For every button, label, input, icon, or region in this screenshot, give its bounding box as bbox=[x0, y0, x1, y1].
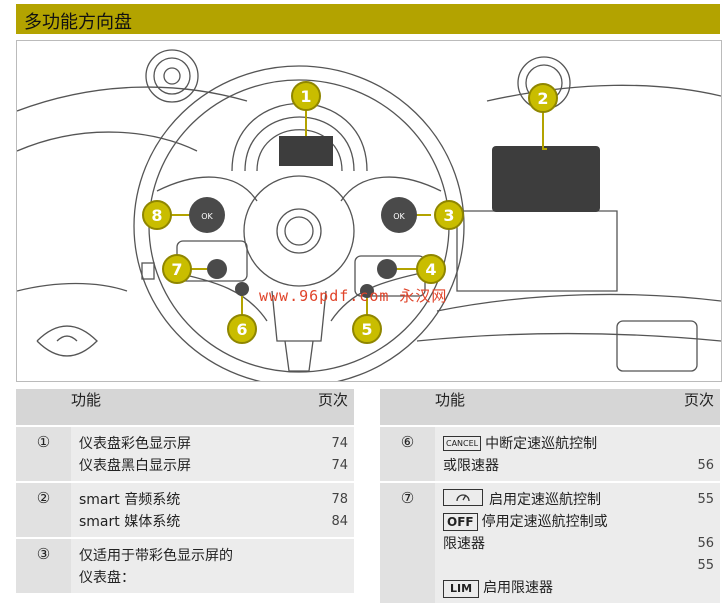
page-ref: 56 bbox=[697, 536, 714, 551]
right-ok-label: OK bbox=[393, 212, 405, 221]
page-ref: 55 bbox=[697, 492, 714, 507]
row-number: ⑦ bbox=[380, 482, 435, 603]
svg-text:6: 6 bbox=[236, 320, 247, 339]
callout-6: 6 bbox=[227, 314, 257, 344]
row-number: ① bbox=[16, 426, 71, 482]
callout-7: 7 bbox=[162, 254, 192, 284]
svg-text:3: 3 bbox=[443, 206, 454, 225]
page-ref: 74 bbox=[331, 436, 348, 451]
svg-text:5: 5 bbox=[361, 320, 372, 339]
table-row: ③ 仅适用于带彩色显示屏的仪表盘： bbox=[16, 538, 354, 593]
page-ref: 84 bbox=[331, 514, 348, 529]
volume-buttons[interactable] bbox=[377, 259, 397, 279]
svg-text:7: 7 bbox=[171, 260, 182, 279]
table-header: 功能 页次 bbox=[380, 389, 720, 426]
table-row: ① 仪表盘彩色显示屏 仪表盘黑白显示屏 74 74 bbox=[16, 426, 354, 482]
function-text: 中断定速巡航控制或限速器 bbox=[443, 436, 598, 474]
cancel-button[interactable] bbox=[235, 282, 249, 296]
header-function: 功能 bbox=[71, 389, 293, 426]
svg-text:8: 8 bbox=[151, 206, 162, 225]
off-icon: OFF bbox=[443, 513, 478, 531]
function-text: 仪表盘黑白显示屏 bbox=[79, 458, 191, 474]
header-num bbox=[380, 389, 435, 426]
function-table-left: 功能 页次 ① 仪表盘彩色显示屏 仪表盘黑白显示屏 74 74 ② smart … bbox=[16, 389, 354, 593]
page-ref: 55 bbox=[697, 558, 714, 573]
page-ref: 56 bbox=[697, 458, 714, 473]
watermark-text: www.96pdf.com 永汉网 bbox=[259, 287, 448, 305]
callout-2: 2 bbox=[528, 83, 558, 113]
header-page: 页次 bbox=[659, 389, 720, 426]
callout-5: 5 bbox=[352, 314, 382, 344]
cruise-buttons[interactable] bbox=[207, 259, 227, 279]
function-text: 停用定速巡航控制或限速器 bbox=[443, 514, 608, 552]
svg-text:2: 2 bbox=[537, 89, 548, 108]
cruise-control-icon bbox=[443, 489, 483, 506]
left-ok-label: OK bbox=[201, 212, 213, 221]
table-header: 功能 页次 bbox=[16, 389, 354, 426]
table-row: ② smart 音频系统 smart 媒体系统 78 84 bbox=[16, 482, 354, 538]
page-ref: 78 bbox=[331, 492, 348, 507]
row-number: ⑥ bbox=[380, 426, 435, 482]
callout-3: 3 bbox=[434, 200, 464, 230]
page-ref: 74 bbox=[331, 458, 348, 473]
central-display bbox=[492, 146, 600, 212]
function-text: 启用限速器 bbox=[483, 580, 554, 596]
callout-8: 8 bbox=[142, 200, 172, 230]
header-function: 功能 bbox=[435, 389, 659, 426]
steering-wheel-illustration: OK OK 1 2 3 4 5 6 7 8 www.96pdf.com 永汉网 bbox=[16, 40, 722, 382]
page-title: 多功能方向盘 bbox=[24, 12, 132, 33]
function-text: 仅适用于带彩色显示屏的仪表盘： bbox=[79, 548, 233, 586]
cancel-icon: CANCEL bbox=[443, 436, 482, 451]
function-text: smart 音频系统 bbox=[79, 492, 181, 508]
svg-text:4: 4 bbox=[425, 260, 436, 279]
function-text: smart 媒体系统 bbox=[79, 514, 181, 530]
steering-wheel-drawing: OK OK 1 2 3 4 5 6 7 8 bbox=[17, 49, 721, 381]
row-number: ③ bbox=[16, 538, 71, 593]
left-ok-button[interactable] bbox=[189, 197, 225, 233]
svg-text:1: 1 bbox=[300, 87, 311, 106]
callout-1: 1 bbox=[291, 81, 321, 111]
right-ok-button[interactable] bbox=[381, 197, 417, 233]
section-title-bar: 多功能方向盘 bbox=[16, 4, 720, 34]
header-page: 页次 bbox=[293, 389, 354, 426]
function-text: 启用定速巡航控制 bbox=[489, 492, 601, 508]
function-text: 仪表盘彩色显示屏 bbox=[79, 436, 191, 452]
header-num bbox=[16, 389, 71, 426]
callout-4: 4 bbox=[416, 254, 446, 284]
phone-button[interactable] bbox=[360, 284, 374, 298]
row-number: ② bbox=[16, 482, 71, 538]
cluster-display bbox=[279, 136, 333, 166]
